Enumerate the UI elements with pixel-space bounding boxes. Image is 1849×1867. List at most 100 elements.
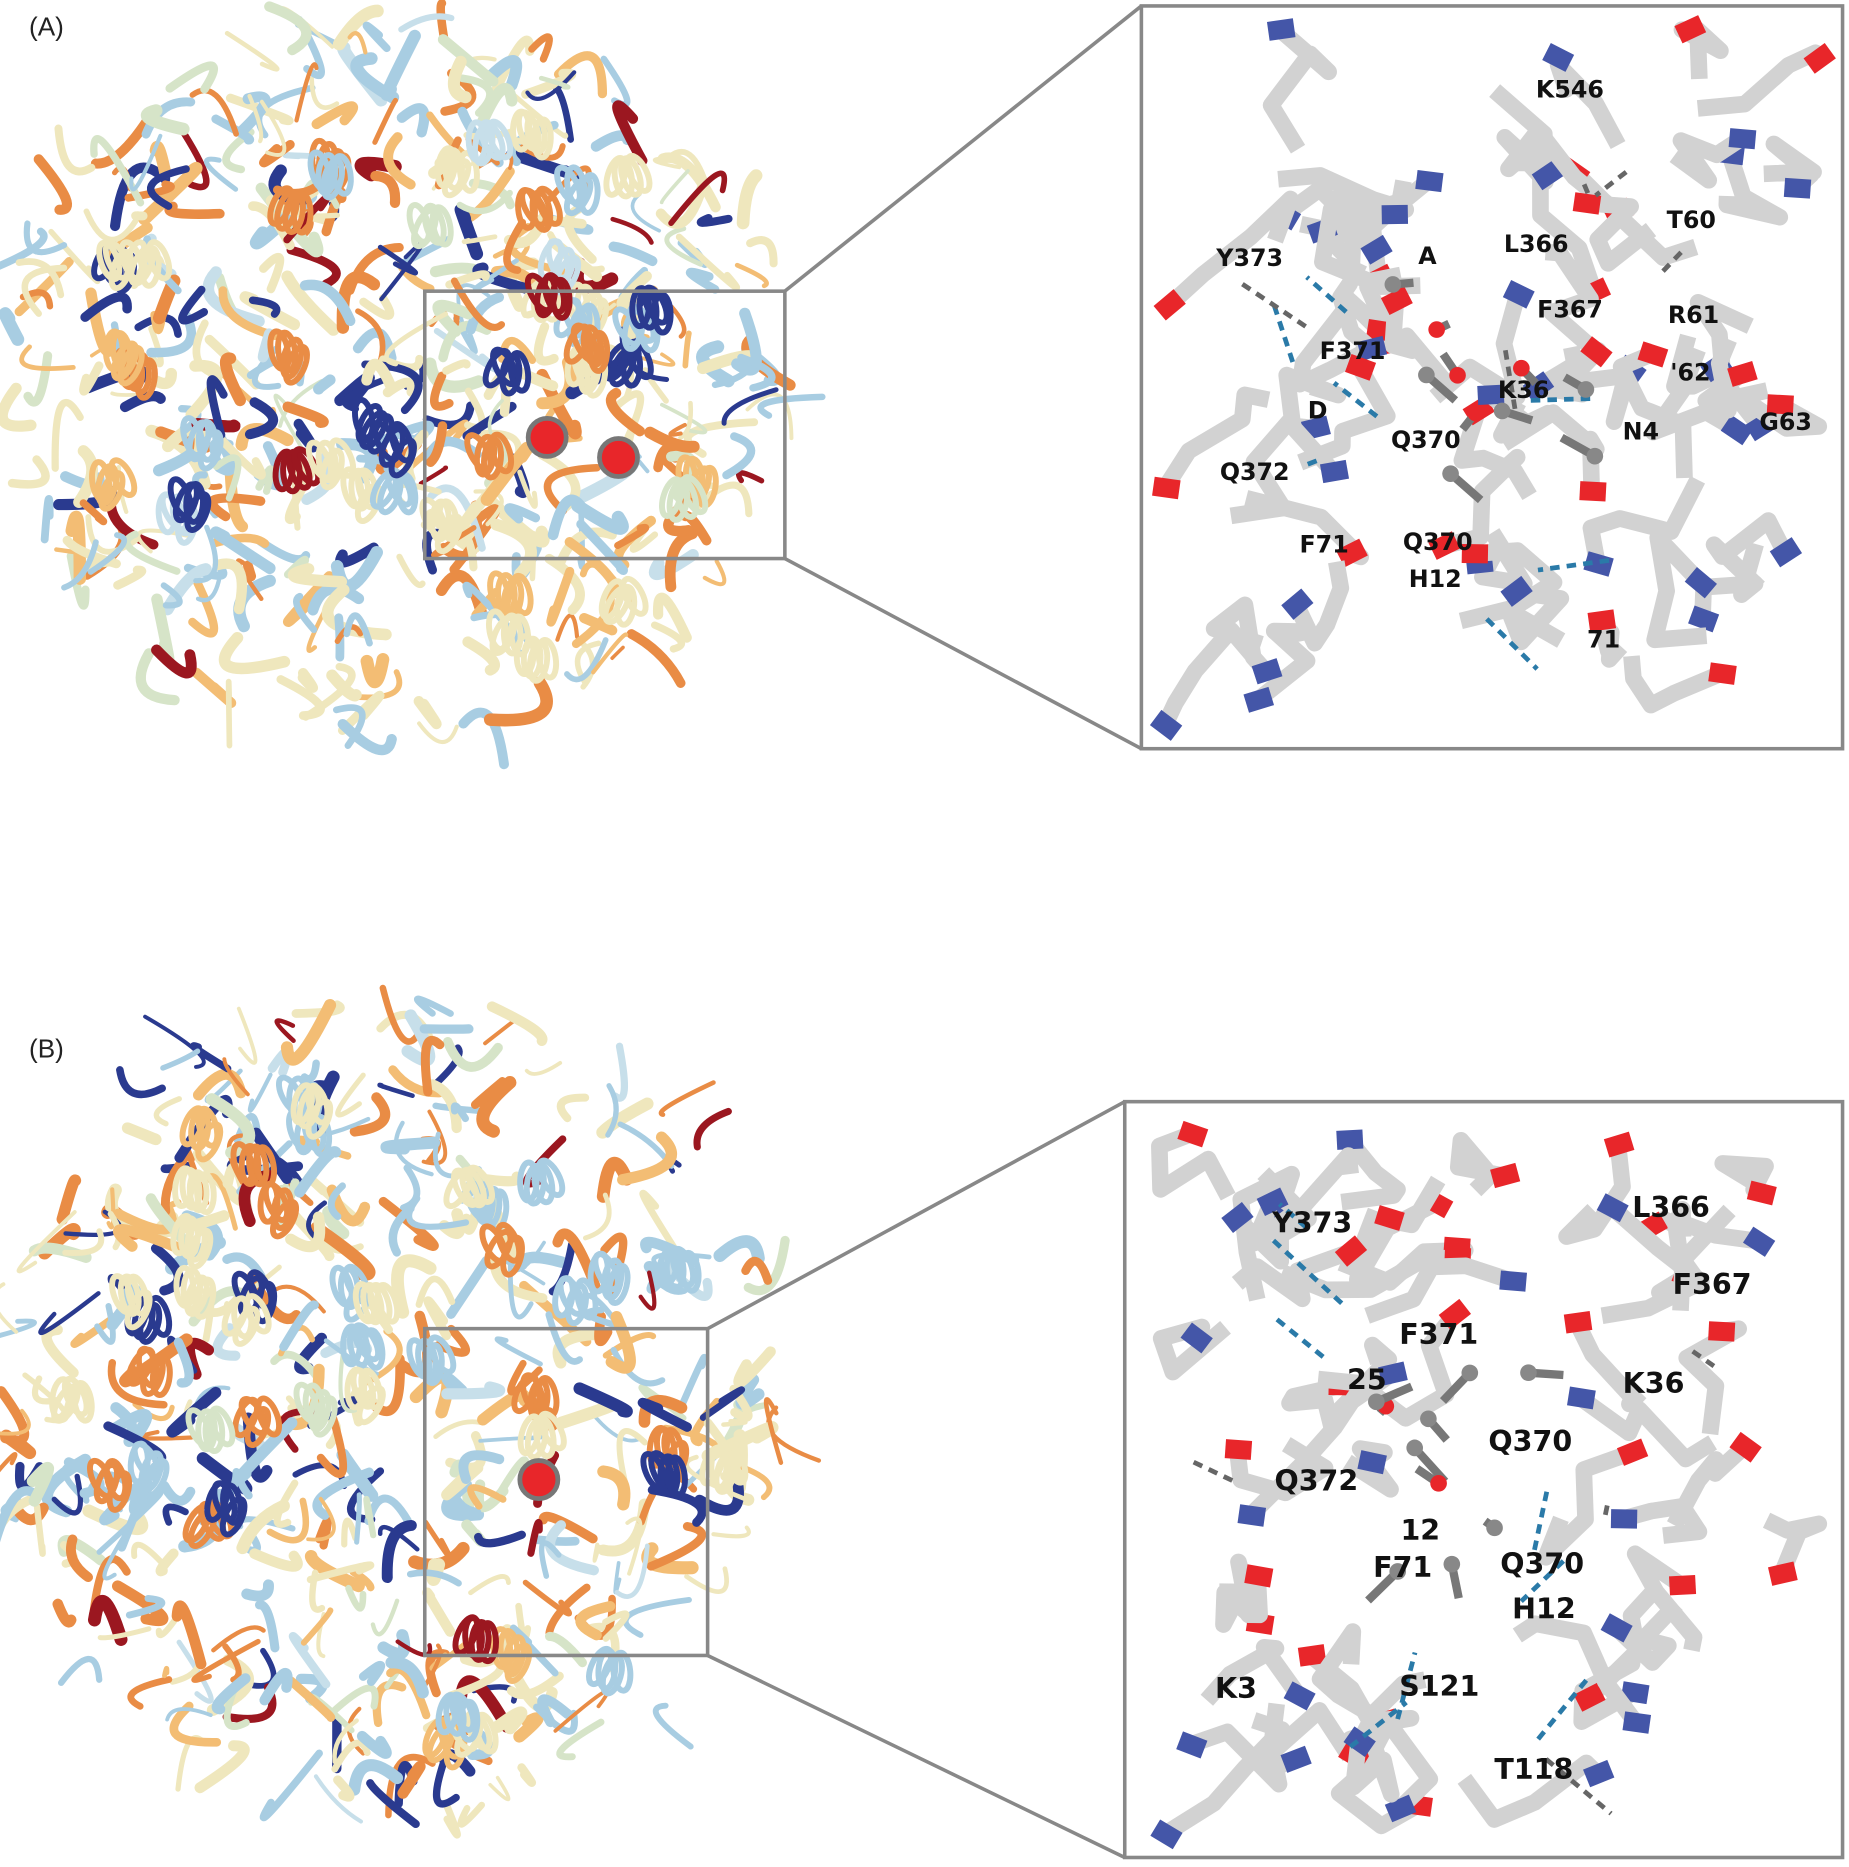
ribbon-segment: [669, 304, 687, 339]
ribbon-segment: [38, 1291, 101, 1336]
atom-tip: [1224, 1439, 1253, 1460]
ribbon-segment: [377, 1524, 420, 1552]
ribbon-segment: [165, 61, 218, 94]
ribbon-segment: [165, 1707, 213, 1722]
ribbon-segment: [637, 1397, 692, 1432]
ribbon-segment: [433, 1419, 484, 1439]
atom-tip: [1573, 1682, 1606, 1712]
ribbon-segment: [159, 1480, 196, 1506]
ribbon-segment: [556, 1718, 605, 1761]
ribbon-segment: [386, 1665, 431, 1720]
ribbon-segment: [590, 130, 633, 152]
ribbon-segment: [414, 995, 454, 1017]
ribbon-segment: [696, 213, 733, 227]
ribbon-segment: [160, 1048, 201, 1071]
residue-label: '62: [1670, 358, 1710, 386]
ribbon-segment: [525, 70, 577, 101]
interaction-dash: [1660, 250, 1683, 274]
atom-tip: [1596, 1193, 1629, 1223]
residue-stick: [1345, 1739, 1400, 1803]
ribbon-segment: [254, 1600, 280, 1653]
atom-tip: [1572, 192, 1602, 215]
ribbon-segment: [737, 353, 776, 392]
helix-turn: [465, 1164, 496, 1205]
ribbon-segment: [109, 1408, 153, 1441]
helix-turn: [507, 350, 532, 394]
ribbon-segment: [610, 216, 654, 245]
ribbon-segment: [506, 1671, 564, 1699]
residue-stick: [1678, 1320, 1747, 1436]
ribbon-segment: [110, 162, 171, 232]
ligand-atom: [1389, 1563, 1407, 1580]
residue-labels-a: K546 T60 Y373 A L366 F367 R61 F371 '62 K…: [1215, 75, 1812, 653]
ribbon-segment: [372, 1680, 407, 1728]
ribbon-segment: [555, 613, 580, 642]
ribbon-segment: [371, 1354, 405, 1417]
ribbon-segment: [614, 1543, 650, 1599]
residue-stick: [1623, 655, 1725, 714]
helix-turn: [678, 1249, 702, 1294]
helix-turn: [358, 409, 389, 450]
atom-tip: [1335, 538, 1368, 568]
ribbon-segment: [286, 1676, 336, 1722]
helix-turn: [118, 239, 145, 282]
inset-binding-site-b: [1150, 1120, 1828, 1850]
atom-tip: [1251, 658, 1283, 685]
ligand-atom: [1577, 381, 1595, 398]
helix-turn: [184, 1218, 208, 1263]
ribbon-segment: [194, 1740, 250, 1794]
ribbon-segment: [0, 1429, 37, 1460]
zoom-frame-b: [422, 1099, 1845, 1860]
ribbon-segment: [685, 267, 720, 294]
ribbon-segment: [211, 1625, 266, 1653]
ribbon-segment: [363, 1496, 377, 1539]
ribbon-segment: [113, 1201, 177, 1235]
ribbon-segment: [600, 55, 631, 108]
ribbon-segment: [396, 103, 430, 138]
atom-tip: [1708, 1321, 1736, 1342]
helix-turn: [290, 191, 314, 236]
ligand-atom: [1443, 1555, 1461, 1573]
ribbon-segment: [757, 393, 826, 419]
helix-turn: [117, 344, 145, 387]
helix-turn: [669, 1245, 697, 1288]
helix-turn: [549, 276, 573, 321]
residue-stick: [1262, 23, 1337, 154]
ribbon-segment: [436, 0, 449, 41]
atom-tip: [1374, 1205, 1405, 1231]
ribbon-segment: [458, 74, 494, 117]
ribbon-segment: [162, 1503, 189, 1526]
ribbon-segment: [650, 621, 686, 653]
ribbon-segment: [610, 645, 625, 660]
ribbon-segment: [377, 1629, 411, 1660]
ribbon-segment: [284, 468, 316, 525]
ribbon-segment: [171, 1600, 207, 1670]
residue-stick: [1215, 1583, 1265, 1633]
ribbon-segment: [664, 528, 698, 593]
ribbon-segment: [332, 4, 384, 51]
ribbon-segment: [388, 1065, 444, 1098]
residue-label: F367: [1673, 1268, 1752, 1301]
atom-tip: [1266, 18, 1296, 41]
atom-tip: [1149, 709, 1183, 741]
atom-tip: [1237, 1504, 1267, 1527]
ribbon-segment: [131, 1541, 165, 1566]
ribbon-segment: [7, 455, 50, 489]
ribbon-segment: [285, 1211, 326, 1253]
ribbon-segment: [337, 718, 397, 756]
ribbon-segment: [347, 1467, 385, 1524]
ribbon-segment: [138, 161, 203, 226]
atom-tip: [1360, 234, 1393, 265]
ribbon-segment: [160, 582, 183, 609]
ribbon-segment: [471, 1077, 507, 1109]
ribbon-segment: [225, 679, 233, 749]
ribbon-segment: [52, 1598, 77, 1628]
zoom-box-b: [422, 1326, 710, 1658]
ribbon-segment: [658, 1080, 716, 1117]
helix-turn: [531, 116, 554, 161]
ribbon-segment: [257, 328, 275, 363]
zoom-frame-a: [422, 4, 1845, 751]
residue-stick: [1230, 1553, 1268, 1624]
atom-tip: [1244, 1564, 1274, 1588]
ribbon-segment: [610, 1346, 666, 1387]
